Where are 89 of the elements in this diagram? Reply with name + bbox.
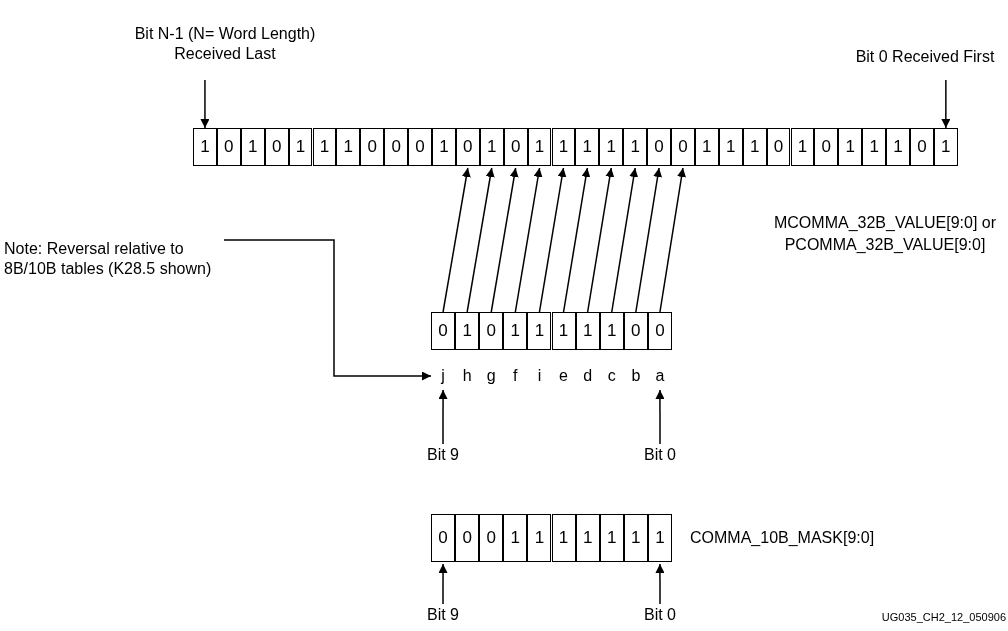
bit-letter: e [551,364,576,388]
bit-cell: 1 [455,312,480,350]
bit-label: Bit 9 [418,444,468,466]
bit-cell: 0 [216,128,241,166]
bit-cell: 1 [575,128,600,166]
bit-cell: 1 [551,128,576,166]
bit-cell: 0 [503,128,528,166]
bit-cell: 1 [623,514,648,562]
bit-cell: 1 [527,312,552,350]
bit-cell: 1 [933,128,958,166]
bit-cell: 1 [647,514,672,562]
arrow [538,167,567,313]
bit-cell: 0 [360,128,385,166]
bit-cell: 0 [455,514,480,562]
bit-cell: 1 [790,128,815,166]
bit-cell: 1 [623,128,648,166]
bit-cell: 1 [742,128,767,166]
arrow [438,389,448,445]
bit-cell: 1 [838,128,863,166]
bit-cell: 1 [862,128,887,166]
arrow [659,167,686,313]
arrow [655,563,665,605]
arrow [586,167,615,313]
bit-cell: 1 [575,514,600,562]
bit-letter: a [647,364,672,388]
bit-cell: 0 [647,128,671,166]
arrow [466,167,495,313]
bit-cell: 1 [240,128,265,166]
bit-cell: 0 [264,128,289,166]
bit-letter: f [503,364,528,388]
bit-cell: 1 [527,128,552,166]
bit-cell: 0 [910,128,934,166]
bit-letter: j [431,364,456,388]
bit-cell: 1 [336,128,361,166]
bit-letter: b [623,364,648,388]
arrow [223,239,432,381]
arrow [200,79,210,129]
bit-cell: 1 [527,514,552,562]
bit-cell: 0 [431,514,456,562]
bit-cell: 1 [479,128,504,166]
bit-cell: 1 [503,312,528,350]
bit-letter: c [599,364,624,388]
bit-cell: 1 [503,514,528,562]
register-name: MCOMMA_32B_VALUE[9:0] or PCOMMA_32B_VALUE[9:0] [773,213,997,255]
bit-cell: 0 [431,312,456,350]
bit-label: Bit 9 [418,604,468,626]
arrow [655,389,665,445]
bit-cell: 1 [551,514,576,562]
bit-letter: i [527,364,552,388]
bit-letter: h [455,364,480,388]
bit-cell: 0 [814,128,839,166]
bit-cell: 0 [623,312,648,350]
register-name: COMMA_10B_MASK[9:0] [690,528,876,548]
bit-cell: 0 [384,128,409,166]
arrow [442,167,471,313]
bit-label: Bit 0 [635,604,685,626]
bit-cell: 0 [671,128,695,166]
bit-cell: 1 [599,128,624,166]
bit-annotation: Bit 0 Received First [850,34,1000,80]
bit-cell: 1 [575,312,600,350]
bit-cell: 1 [599,312,624,350]
bit-letter: d [575,364,600,388]
bit-cell: 0 [647,312,672,350]
arrow [941,79,951,129]
bit-cell: 1 [551,312,576,350]
bit-cell: 0 [455,128,480,166]
bit-cell: 1 [599,514,624,562]
arrow [438,563,448,605]
bit-cell: 0 [479,514,504,562]
arrow [611,167,639,313]
bit-cell: 1 [886,128,910,166]
figure-id: UG035_CH2_12_050906 [880,610,1006,625]
bit-cell: 1 [432,128,456,166]
arrow [490,167,519,313]
arrow [514,167,543,313]
bit-annotation: Bit N-1 (N= Word Length) Received Last [130,8,320,80]
bit-cell: 1 [288,128,313,166]
bit-cell: 1 [718,128,743,166]
bit-label: Bit 0 [635,444,685,466]
arrow [562,167,591,313]
bit-cell: 0 [479,312,504,350]
bit-cell: 0 [766,128,791,166]
note-text: Note: Reversal relative to 8B/10B tables (K28.5 shown) [4,226,234,292]
bit-letter: g [479,364,504,388]
bit-cell: 1 [312,128,337,166]
bit-cell: 0 [408,128,432,166]
bit-cell: 1 [193,128,217,166]
bit-cell: 1 [694,128,719,166]
arrow [635,167,663,313]
